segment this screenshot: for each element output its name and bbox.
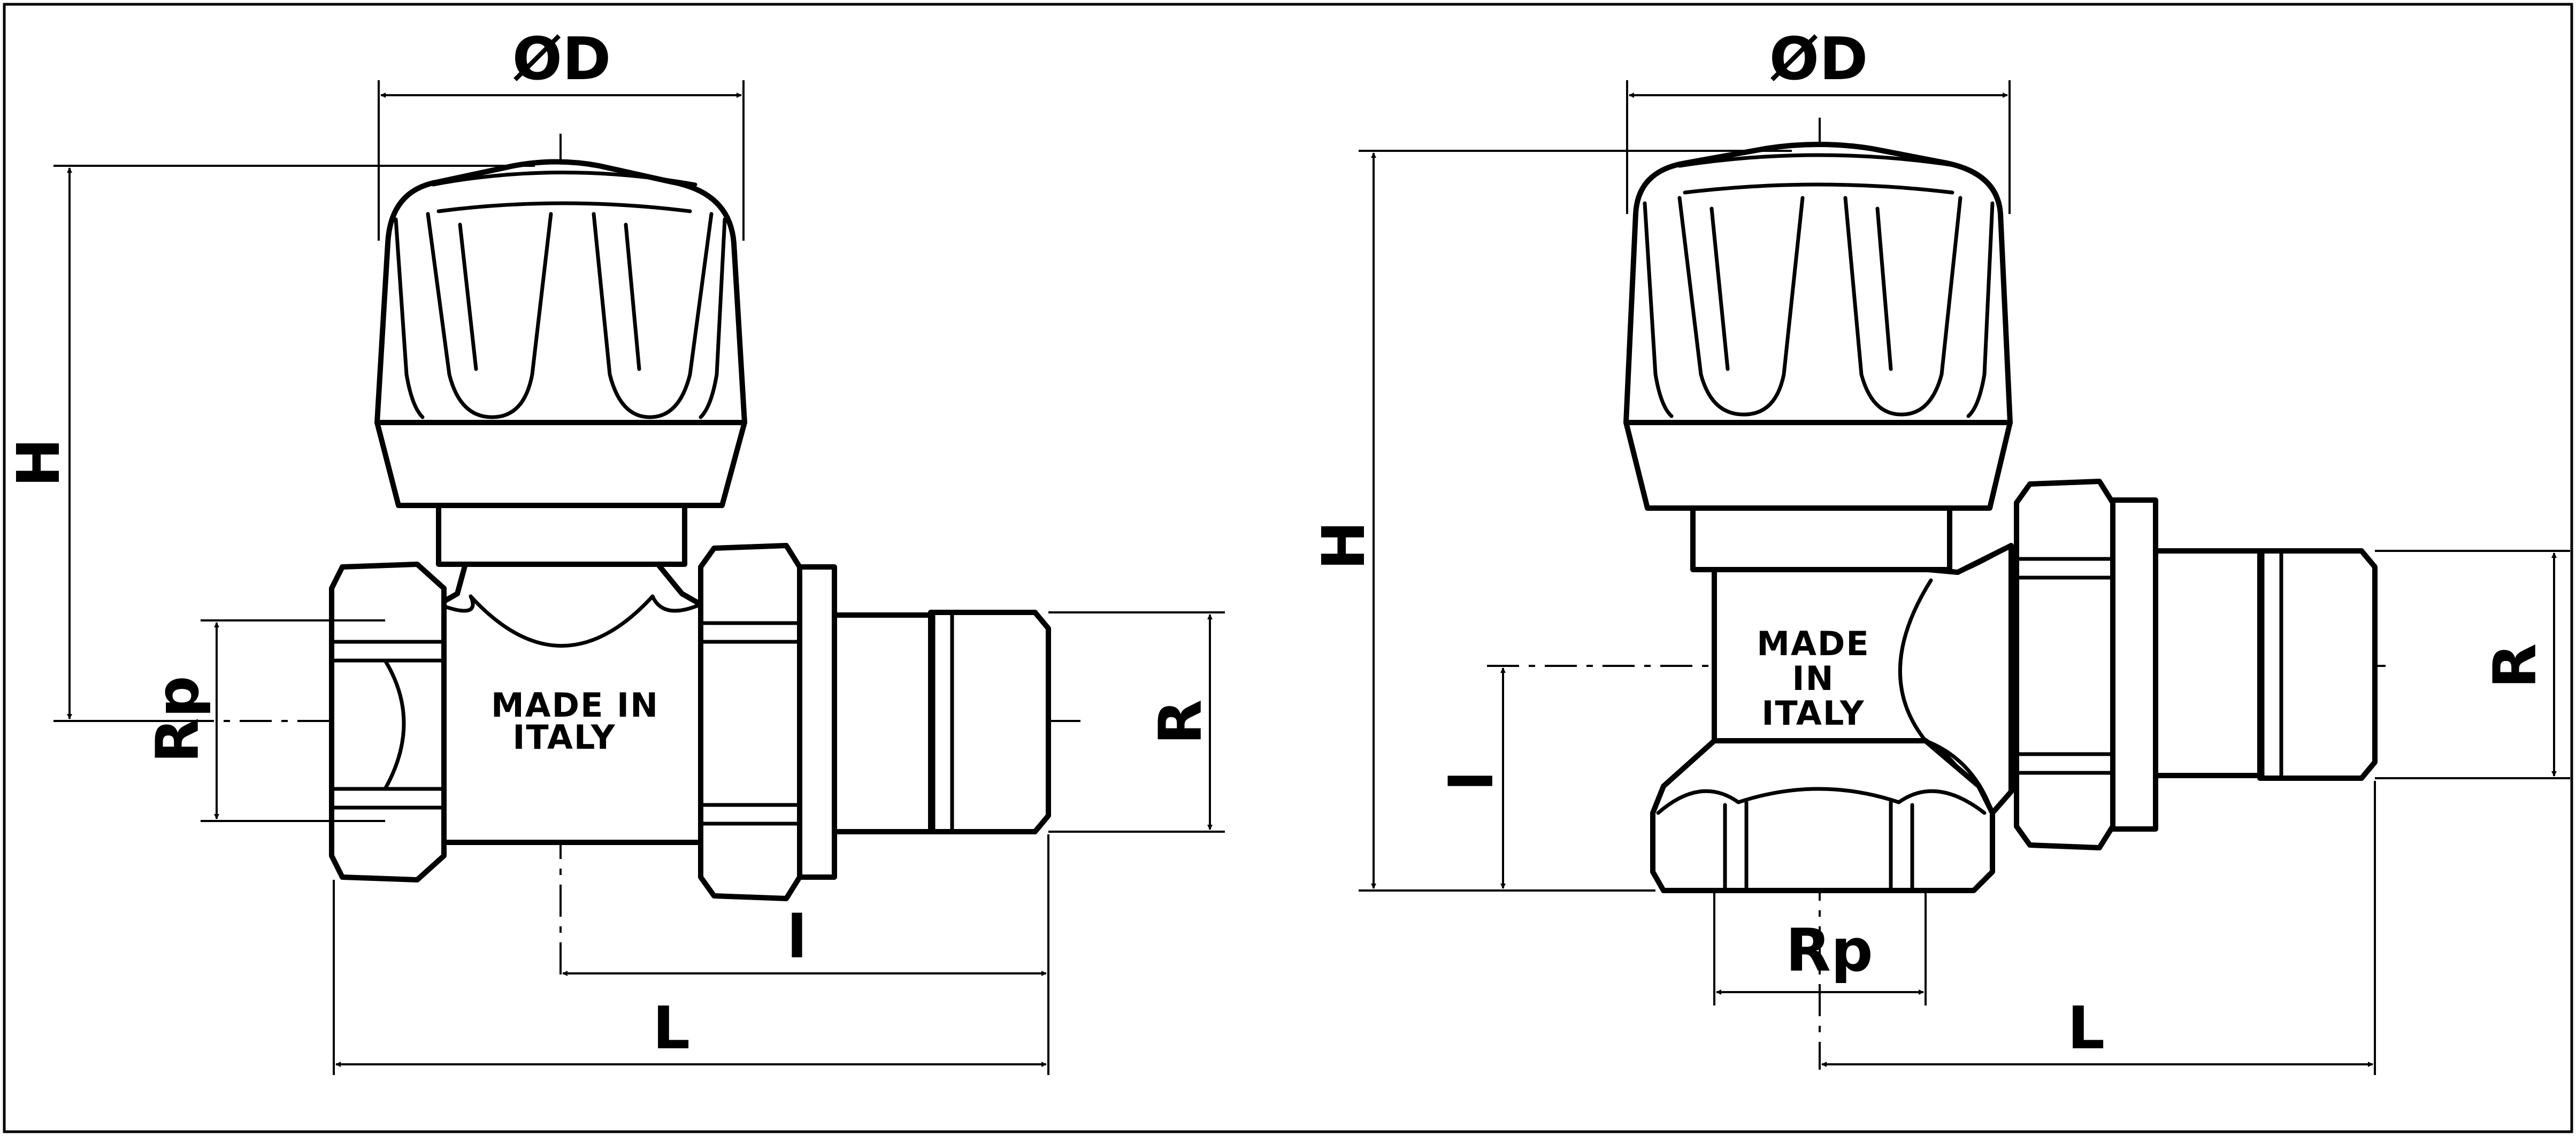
angle-valve-marking-line2: IN bbox=[1792, 659, 1835, 698]
angle-valve-inlet-dimension: Rp bbox=[1713, 891, 1927, 1005]
angle-valve-outlet-dimension: R bbox=[2375, 550, 2570, 779]
angle-valve-inlet-label: Rp bbox=[1785, 916, 1873, 985]
angle-valve-stem-collar bbox=[1690, 505, 1952, 572]
straight-valve-length-dimension: L bbox=[333, 880, 1047, 1075]
angle-valve-tailpiece bbox=[2153, 548, 2378, 781]
angle-valve-offset-label: l bbox=[1438, 771, 1506, 791]
straight-valve-offset-label: l bbox=[787, 903, 807, 971]
angle-valve-offset-dimension: l bbox=[1438, 665, 1514, 889]
straight-valve-diameter-label: ØD bbox=[512, 25, 611, 93]
angle-valve-union-hex-nut bbox=[2014, 479, 2158, 850]
straight-valve-inlet-hex-nut bbox=[329, 562, 447, 882]
straight-valve-body bbox=[436, 562, 703, 845]
straight-valve-height-dimension: H bbox=[4, 165, 535, 722]
angle-valve-height-dimension: H bbox=[1309, 150, 1792, 892]
straight-valve-tailpiece bbox=[832, 610, 1051, 834]
straight-valve-handwheel bbox=[374, 159, 747, 508]
straight-valve-stem-collar bbox=[436, 503, 687, 567]
straight-valve-marking-line2: ITALY bbox=[512, 718, 616, 757]
angle-valve-marking-line3: ITALY bbox=[1761, 694, 1865, 733]
angle-valve-handwheel bbox=[1623, 142, 2013, 511]
angle-valve-length-dimension: L bbox=[1821, 781, 2376, 1075]
angle-valve-height-label: H bbox=[1309, 521, 1378, 570]
angle-valve-marking-line1: MADE bbox=[1757, 624, 1870, 663]
angle-valve-diameter-dimension: ØD bbox=[1626, 25, 2011, 214]
angle-valve-view: MADE IN ITALY ØD H l Rp bbox=[1309, 25, 2570, 1075]
straight-valve-outlet-dimension: R bbox=[1048, 611, 1225, 833]
straight-valve-union-hex-nut bbox=[698, 543, 837, 901]
angle-valve-length-label: L bbox=[2067, 994, 2105, 1062]
angle-valve-inlet-hex-nut bbox=[1650, 738, 1995, 893]
straight-valve-height-label: H bbox=[4, 438, 73, 487]
straight-valve-diameter-dimension: ØD bbox=[378, 25, 745, 241]
angle-valve-diameter-label: ØD bbox=[1769, 25, 1868, 93]
angle-valve-outlet-label: R bbox=[2481, 643, 2549, 689]
drawing-frame bbox=[3, 3, 2573, 1133]
straight-valve-view: MADE IN ITALY ØD H Rp R bbox=[4, 25, 1225, 1075]
straight-valve-outlet-label: R bbox=[1146, 700, 1215, 745]
straight-valve-inlet-dimension: Rp bbox=[143, 619, 385, 822]
straight-valve-offset-dimension: l bbox=[562, 834, 1049, 1075]
straight-valve-marking-line1: MADE IN bbox=[491, 686, 659, 725]
straight-valve-inlet-label: Rp bbox=[143, 676, 212, 763]
straight-valve-length-label: L bbox=[653, 994, 690, 1062]
